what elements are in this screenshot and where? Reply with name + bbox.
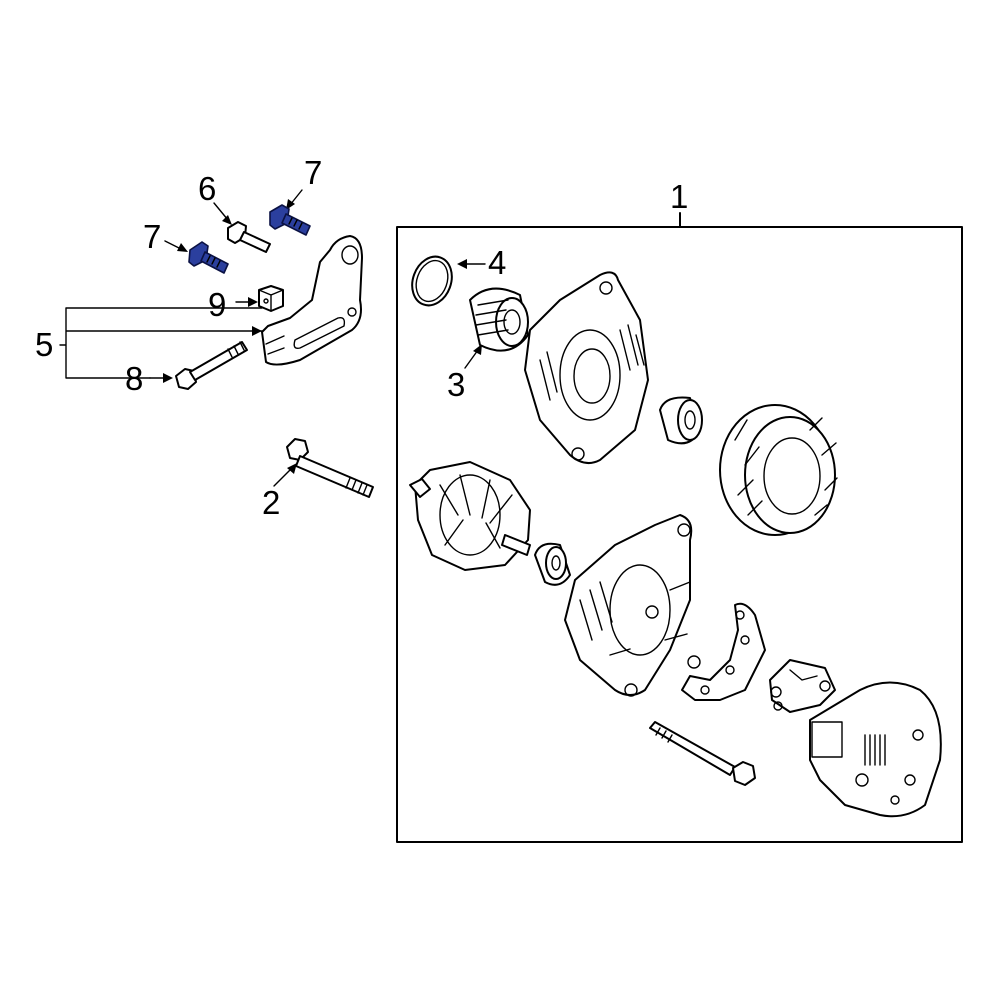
part-2-bolt xyxy=(286,438,374,498)
part-6-bolt xyxy=(227,221,271,253)
rear-housing xyxy=(564,514,693,697)
regulator xyxy=(769,659,836,713)
part-9-nut xyxy=(258,285,284,312)
part-3-pulley xyxy=(469,287,529,352)
rear-bearing xyxy=(534,542,571,586)
stator xyxy=(719,404,838,536)
callout-6-number: 6 xyxy=(198,170,217,207)
callout-4-number: 4 xyxy=(488,244,507,281)
callout-8-number: 8 xyxy=(125,360,144,397)
callout-1-number: 1 xyxy=(670,178,689,215)
callout-5-bracket xyxy=(59,307,263,379)
part-7-bolt-left xyxy=(188,241,229,274)
callout-5-number: 5 xyxy=(35,326,54,363)
callout-2-number: 2 xyxy=(262,484,281,521)
rotor xyxy=(409,461,531,571)
callout-3-number: 3 xyxy=(447,366,466,403)
callout-7-number-right: 7 xyxy=(304,154,323,191)
front-bearing xyxy=(659,396,703,445)
part-7-bolt-right xyxy=(269,204,311,236)
part-4-oring xyxy=(411,255,453,307)
callout-7-number-left: 7 xyxy=(143,218,162,255)
part-8-bolt xyxy=(175,341,248,390)
front-housing xyxy=(524,271,649,465)
callout-9-number: 9 xyxy=(208,286,227,323)
rectifier xyxy=(681,602,766,701)
part-5-bracket xyxy=(261,235,363,366)
through-bolt xyxy=(649,721,756,786)
rear-cover xyxy=(809,681,942,818)
leader-arrows xyxy=(149,189,486,487)
